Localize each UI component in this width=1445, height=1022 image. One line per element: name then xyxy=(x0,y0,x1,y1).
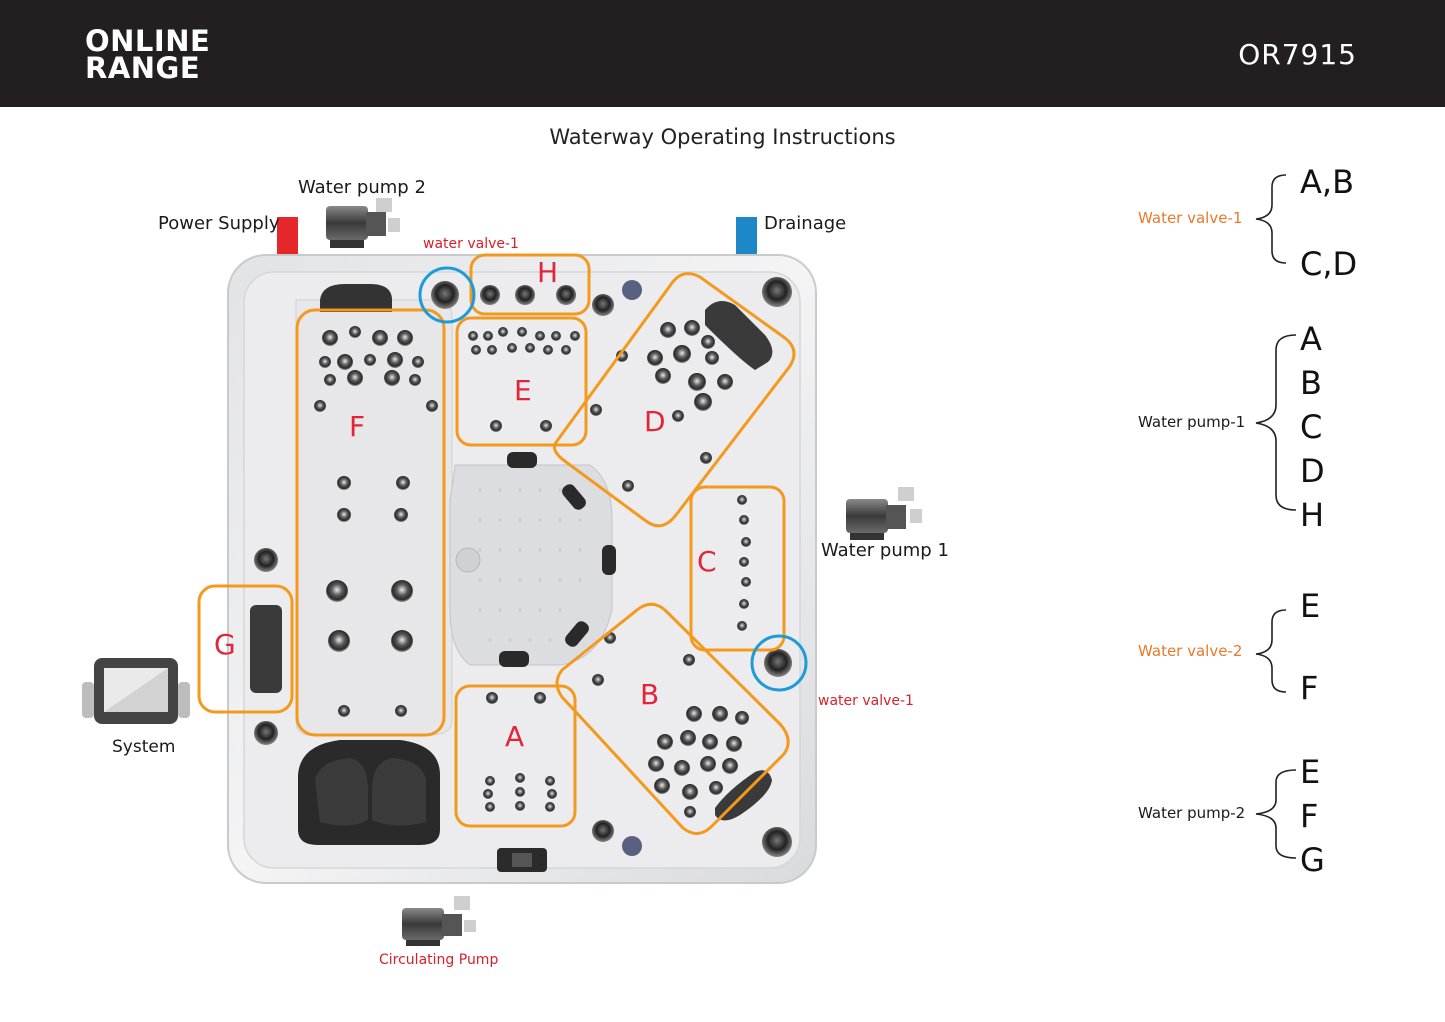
legend-valve2-label: Water valve-2 xyxy=(1138,642,1243,660)
legend-valve2-item: F xyxy=(1300,669,1319,707)
valve-ring-right xyxy=(750,634,808,692)
circulating-pump-image xyxy=(402,896,476,946)
legend-pump2-item: E xyxy=(1300,753,1321,791)
zone-label-d: D xyxy=(644,405,666,438)
legend-pump1-item: H xyxy=(1300,496,1325,534)
zone-outline-c xyxy=(689,485,786,652)
legend-pump2-item: F xyxy=(1300,797,1319,835)
legend-braces xyxy=(1255,174,1297,859)
zone-label-b: B xyxy=(640,678,660,711)
power-supply-marker xyxy=(277,217,298,265)
zone-outline-d xyxy=(553,272,796,528)
water-valve-right-label: water valve-1 xyxy=(818,693,914,709)
zone-label-g: G xyxy=(214,628,236,661)
zone-outlines xyxy=(197,253,796,835)
legend-valve1-label: Water valve-1 xyxy=(1138,209,1243,227)
legend-pump1-items: A B C D H xyxy=(1300,317,1325,537)
water-pump-2-label: Water pump 2 xyxy=(298,177,426,198)
drainage-marker xyxy=(736,217,757,265)
drainage-label: Drainage xyxy=(764,213,847,234)
model-number: OR7915 xyxy=(1238,38,1357,71)
legend-pump2-label: Water pump-2 xyxy=(1138,804,1246,822)
legend-valve1-items: A,B C,D xyxy=(1300,160,1357,286)
zone-outline-f xyxy=(295,308,446,737)
legend-valve1-item: C,D xyxy=(1300,245,1358,283)
zone-label-f: F xyxy=(349,410,366,443)
legend-valve1-item: A,B xyxy=(1300,163,1355,201)
jets xyxy=(314,320,751,818)
system-control-box-image xyxy=(82,658,190,724)
system-label: System xyxy=(112,737,176,757)
legend-pump1-label: Water pump-1 xyxy=(1138,413,1246,431)
zone-label-e: E xyxy=(514,374,532,407)
power-supply-label: Power Supply xyxy=(158,213,280,234)
header-bar: ONLINE RANGE OR7915 xyxy=(0,0,1445,107)
water-pump-1-image xyxy=(846,487,922,540)
zone-outline-a xyxy=(454,684,577,828)
zone-label-c: C xyxy=(697,545,717,578)
legend-pump2-items: E F G xyxy=(1300,750,1325,882)
zone-outline-g xyxy=(197,584,294,714)
page-title: Waterway Operating Instructions xyxy=(549,125,896,149)
legend-pump2-item: G xyxy=(1300,841,1325,879)
zone-outline-e xyxy=(455,316,588,447)
valve-ring-top xyxy=(418,266,476,324)
water-pump-1-label: Water pump 1 xyxy=(821,540,949,561)
zone-outline-b xyxy=(555,602,790,835)
legend-pump1-item: D xyxy=(1300,452,1325,490)
legend-pump1-item: A xyxy=(1300,320,1322,358)
legend-pump1-item: C xyxy=(1300,408,1323,446)
brand-line-2: RANGE xyxy=(85,51,201,85)
water-pump-2-image xyxy=(326,198,400,248)
brand-line-1: ONLINE xyxy=(85,24,211,58)
legend-pump1-item: B xyxy=(1300,364,1322,402)
water-valve-top-label: water valve-1 xyxy=(423,236,519,252)
legend-valve2-items: E F xyxy=(1300,584,1320,710)
brand-logo: ONLINE RANGE xyxy=(85,24,211,85)
spa-shell xyxy=(227,254,817,884)
circulating-pump-label: Circulating Pump xyxy=(379,952,499,968)
zone-label-a: A xyxy=(505,720,525,753)
zone-label-h: H xyxy=(537,256,559,289)
legend-valve2-item: E xyxy=(1300,587,1321,625)
